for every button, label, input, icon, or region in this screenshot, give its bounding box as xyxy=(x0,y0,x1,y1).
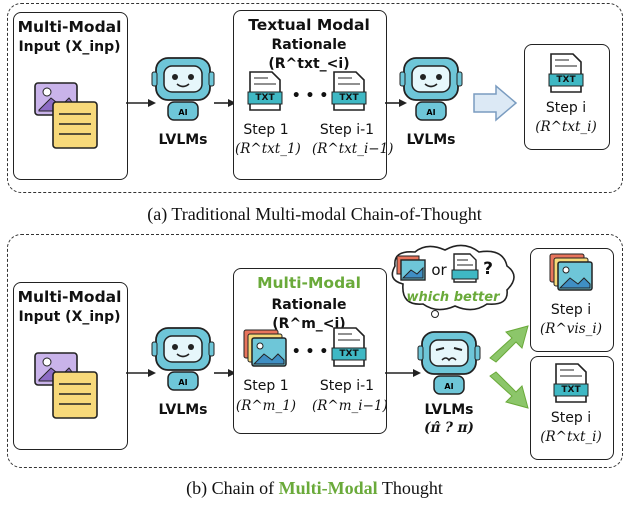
stepi1-label-b: Step i-1 xyxy=(319,378,375,394)
rationale-title2-b: Rationale (R^m_<i) xyxy=(271,297,347,332)
txt-doc-icon-cloud xyxy=(451,253,479,283)
txt-doc-icon-b1 xyxy=(331,327,367,367)
caption-b: (b) Chain of Multi-Modal Thought xyxy=(0,478,629,499)
panel-a xyxy=(7,3,623,193)
svg-text:AI: AI xyxy=(178,108,187,117)
image-stack-icon-b2 xyxy=(549,253,593,291)
hollow-arrow-a xyxy=(473,84,518,122)
arrow-a1 xyxy=(126,99,156,107)
txt-doc-icon-a3 xyxy=(548,53,584,93)
txt-tag-b1: TXT xyxy=(339,349,359,359)
out2-step-b: Step i xyxy=(550,410,592,426)
txt-tag-b2: TXT xyxy=(561,385,581,395)
txt-doc-icon-a2 xyxy=(331,71,367,111)
input-title2-a: Input (X_inp) xyxy=(18,39,121,55)
step1-math-a: (R^txt_1) xyxy=(235,141,301,157)
lvlm-label-a1: LVLMs xyxy=(158,132,208,148)
txt-doc-icon-b2 xyxy=(553,363,589,403)
arrow-b3 xyxy=(385,369,421,377)
lvlm-label-b1: LVLMs xyxy=(158,402,208,418)
thought-which: which better xyxy=(406,290,500,305)
dots-b: • • • xyxy=(291,344,329,360)
caption-a: (a) Traditional Multi-modal Chain-of-Tho… xyxy=(147,204,482,224)
image-stack-icon-b xyxy=(243,329,287,367)
green-arrow-down xyxy=(489,371,529,409)
stepi1-math-b: (R^m_i−1) xyxy=(312,398,388,414)
out-step-a: Step i xyxy=(545,100,587,116)
caption-b-post: Thought xyxy=(377,478,443,498)
dots-a: • • • xyxy=(291,88,329,104)
svg-text:AI: AI xyxy=(444,382,453,391)
stepi1-label-a: Step i-1 xyxy=(319,122,375,138)
input-title2-b: Input (X_inp) xyxy=(18,309,121,325)
input-title-a: Multi-Modal xyxy=(17,18,122,36)
lvlm-label-a2: LVLMs xyxy=(406,132,456,148)
robot-icon-b1: AI xyxy=(151,327,215,391)
out1-step-b: Step i xyxy=(550,302,592,318)
arrow-b2 xyxy=(214,369,236,377)
robot-icon-b2: AI xyxy=(417,331,481,395)
txt-tag-a3: TXT xyxy=(556,75,576,85)
robot-icon-a1: AI xyxy=(151,57,215,121)
arrow-a3 xyxy=(385,99,407,107)
txt-tag-a1: TXT xyxy=(255,93,275,103)
caption-b-pre: (b) Chain of xyxy=(186,478,279,498)
out1-math-b: (R^vis_i) xyxy=(540,321,602,337)
thought-q: ? xyxy=(483,259,493,279)
arrow-b1 xyxy=(126,369,156,377)
out-math-a: (R^txt_i) xyxy=(535,119,597,135)
lvlm-sub-b2: (π̂ ? π) xyxy=(424,420,474,436)
rationale-title2-a: Rationale (R^txt_<i) xyxy=(268,37,350,72)
rationale-title-b: Multi-Modal xyxy=(257,274,361,292)
lvlm-label-b2: LVLMs xyxy=(424,402,474,418)
thought-or: or xyxy=(431,261,447,279)
caption-b-green: Multi-Modal xyxy=(278,478,378,498)
txt-doc-icon-a1 xyxy=(247,71,283,111)
image-doc-icon-a xyxy=(34,82,98,149)
step1-label-b: Step 1 xyxy=(243,378,289,394)
input-title-b: Multi-Modal xyxy=(17,288,122,306)
rationale-title-a: Textual Modal xyxy=(248,16,370,34)
step1-label-a: Step 1 xyxy=(243,122,289,138)
image-icon-cloud xyxy=(396,255,426,281)
svg-text:AI: AI xyxy=(178,378,187,387)
image-doc-icon-b xyxy=(34,352,98,419)
input-box-a xyxy=(13,12,128,180)
arrow-a2 xyxy=(214,99,236,107)
panel-b xyxy=(7,234,623,468)
robot-icon-a2: AI xyxy=(399,57,463,121)
stepi1-math-a: (R^txt_i−1) xyxy=(312,141,394,157)
out2-math-b: (R^txt_i) xyxy=(540,429,602,445)
svg-text:AI: AI xyxy=(426,108,435,117)
green-arrow-up xyxy=(489,325,529,363)
txt-tag-a2: TXT xyxy=(339,93,359,103)
step1-math-b: (R^m_1) xyxy=(235,398,297,414)
